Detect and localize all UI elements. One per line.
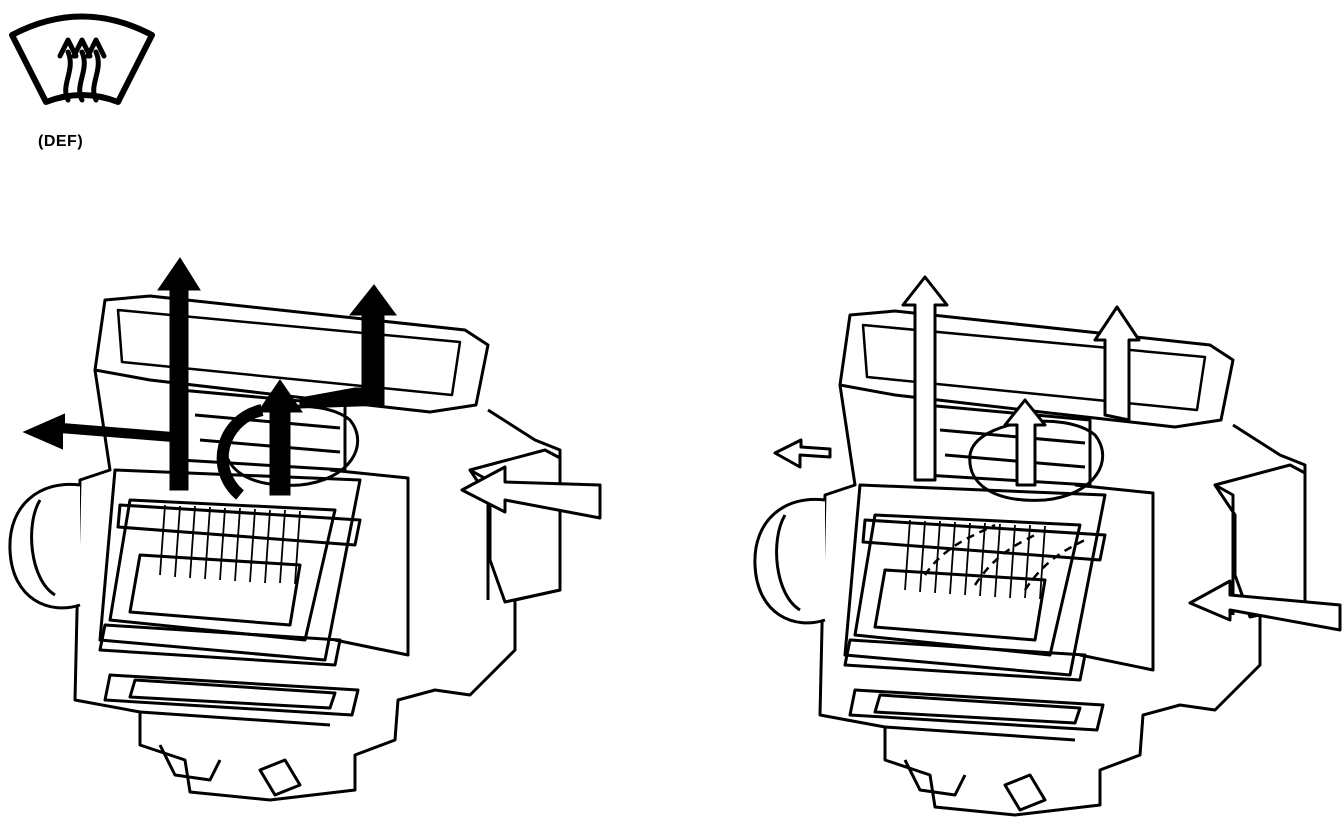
solid-airflow-arrows [22, 257, 397, 500]
intake-arrow [460, 465, 602, 520]
intake-arrow [1188, 579, 1342, 632]
panel-max-heat [8, 257, 602, 802]
panel-partial-heat [753, 275, 1342, 817]
hollow-airflow-arrows [773, 275, 1141, 591]
mode-label: (DEF) [38, 133, 84, 150]
windshield-defrost-icon [9, 13, 155, 105]
